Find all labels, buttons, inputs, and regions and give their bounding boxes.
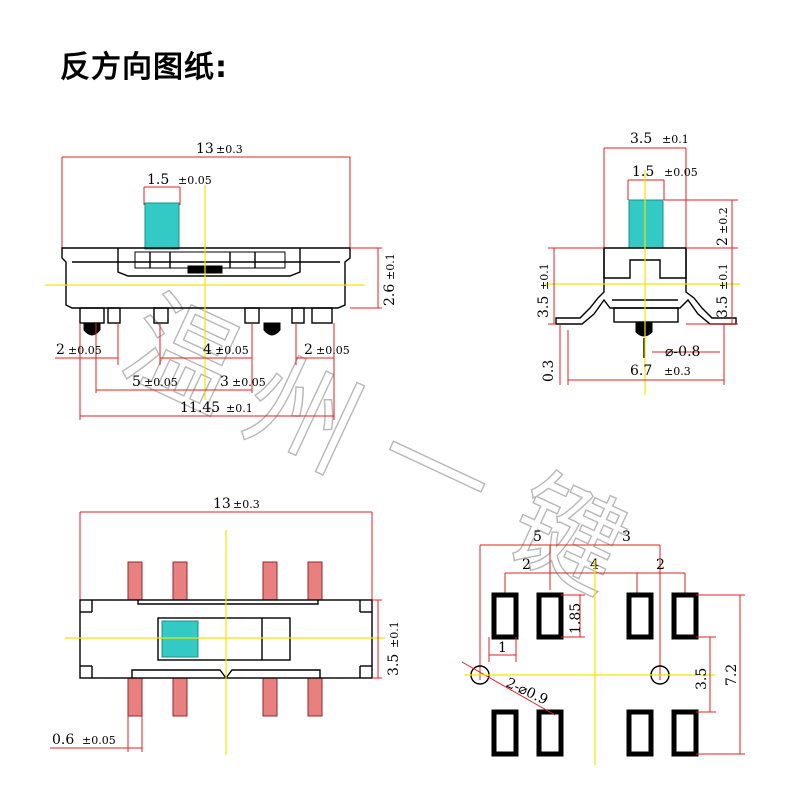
fp-sub-right: 2 xyxy=(656,557,665,573)
top-pad-4 xyxy=(307,561,323,601)
fp-pad-5 xyxy=(491,709,519,757)
front-actuator-value: 1.5 xyxy=(147,172,169,188)
front-pitch-right-tol: ±0.05 xyxy=(232,376,266,389)
top-depth-value: 3.5 xyxy=(386,654,402,676)
top-actuator xyxy=(161,620,199,658)
front-width-value: 13 xyxy=(196,141,214,157)
watermark-char-3: 一 xyxy=(358,390,512,552)
side-view: 3.5 ±0.1 1.5 ±0.05 2 ±0.2 3.5 ±0.1 xyxy=(536,131,740,395)
front-span-tol: ±0.1 xyxy=(226,402,253,415)
fp-pad-8 xyxy=(671,709,699,757)
top-pad-width-value: 0.6 xyxy=(52,732,74,748)
top-pad-8 xyxy=(307,677,323,717)
front-pitch-left-value: 5 xyxy=(132,374,141,390)
front-pitch-right-value: 3 xyxy=(220,374,229,390)
fp-sub-left: 2 xyxy=(522,557,531,573)
front-actuator-tol: ±0.05 xyxy=(178,174,212,187)
top-view: 13 ±0.3 3.5 ±0.1 xyxy=(50,496,402,755)
page-title: 反方向图纸: xyxy=(60,50,228,85)
front-right-pin-tol: ±0.05 xyxy=(316,344,350,357)
fp-pad-4 xyxy=(671,592,699,640)
top-pad-3 xyxy=(262,561,278,601)
side-height-right-tol: ±0.1 xyxy=(717,263,730,290)
watermark-char-2: 州 xyxy=(226,334,380,496)
fp-total-span: 7.2 xyxy=(724,664,740,686)
top-pad-1 xyxy=(127,561,143,601)
front-mid-pin-tol: ±0.05 xyxy=(215,344,249,357)
top-width-value: 13 xyxy=(213,496,231,512)
fp-row-span: 3.5 xyxy=(694,668,710,690)
front-body xyxy=(61,247,351,309)
side-lead-offset: 0.3 xyxy=(541,360,557,382)
top-pad-6 xyxy=(172,677,188,717)
side-span-tol: ±0.3 xyxy=(664,365,691,378)
fp-top-right: 3 xyxy=(622,529,631,545)
front-width-tol: ±0.3 xyxy=(216,143,243,156)
fp-top-left: 5 xyxy=(533,529,542,545)
front-left-pin-tol: ±0.05 xyxy=(68,344,102,357)
side-post xyxy=(635,321,653,337)
fp-pad-3 xyxy=(626,592,654,640)
fp-pad-1 xyxy=(491,592,519,640)
front-left-pin-value: 2 xyxy=(56,342,65,358)
front-post-right xyxy=(263,322,281,336)
side-top-value: 3.5 xyxy=(630,131,652,147)
top-depth-tol: ±0.1 xyxy=(388,621,401,648)
fp-pad-2 xyxy=(536,592,564,640)
front-height-value: 2.6 xyxy=(382,284,398,306)
side-height-left-value: 3.5 xyxy=(536,296,552,318)
fp-pad-w: 1 xyxy=(498,640,507,656)
front-view: 13 ±0.3 1.5 ±0.05 xyxy=(45,141,398,420)
side-actuator-tol: ±0.05 xyxy=(664,166,698,179)
front-pitch-left-tol: ±0.05 xyxy=(144,376,178,389)
fp-pad-6 xyxy=(536,709,564,757)
side-height-right-value: 3.5 xyxy=(715,296,731,318)
fp-hole-note: 2-⌀0.9 xyxy=(503,675,550,708)
top-pad-5 xyxy=(127,677,143,717)
front-mid-pin-value: 4 xyxy=(203,342,212,358)
side-post-dia: ⌀-0.8 xyxy=(665,344,700,360)
side-top-tol: ±0.1 xyxy=(662,133,689,146)
top-pad-width-tol: ±0.05 xyxy=(82,734,116,747)
side-actuator xyxy=(628,199,664,249)
side-span-value: 6.7 xyxy=(630,363,652,379)
fp-pad-h: 1.85 xyxy=(568,603,584,634)
top-pad-2 xyxy=(172,561,188,601)
side-actuator-value: 1.5 xyxy=(632,164,654,180)
front-span-value: 11.45 xyxy=(180,400,220,416)
fp-pad-7 xyxy=(626,709,654,757)
top-slot xyxy=(157,617,291,661)
side-actuator-h-value: 2 xyxy=(715,237,731,246)
side-height-left-tol: ±0.1 xyxy=(538,263,551,290)
front-actuator xyxy=(144,202,180,250)
top-width-tol: ±0.3 xyxy=(233,498,260,511)
side-actuator-h-tol: ±0.2 xyxy=(717,207,730,234)
front-right-pin-value: 2 xyxy=(304,342,313,358)
top-pad-7 xyxy=(262,677,278,717)
front-post-left xyxy=(83,322,101,336)
front-height-tol: ±0.1 xyxy=(384,253,397,280)
